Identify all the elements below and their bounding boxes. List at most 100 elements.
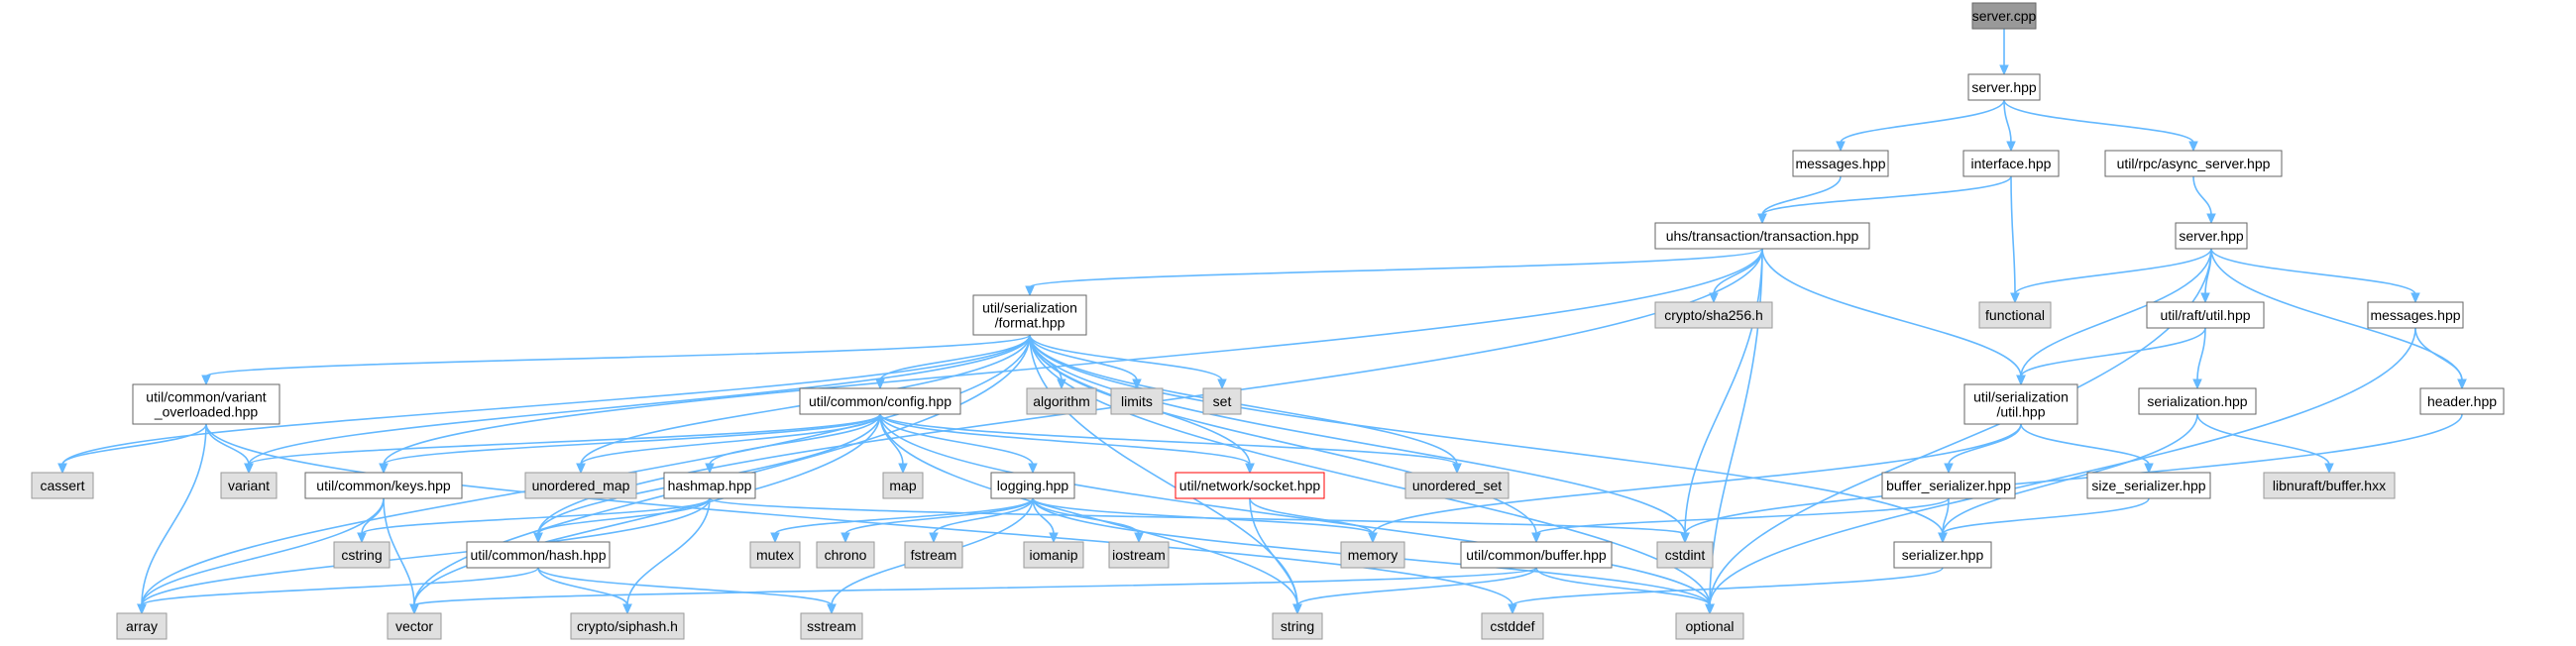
arrowhead-n_raft_util-to-n_ser_util [2016,375,2026,386]
node-fstream: fstream [904,541,963,569]
node-label: server.hpp [2179,228,2244,244]
edge-n_size_serializer-to-n_serializer [1942,497,2150,535]
node-limits: limits [1110,387,1164,415]
node-iostream: iostream [1108,541,1170,569]
edge-n_format-to-n_buffer [1029,334,1537,535]
node-header-hpp[interactable]: header.hpp [2419,387,2505,415]
edge-n_config-to-n_vector [413,413,881,606]
node-box [1340,541,1405,569]
node-label: util/serialization [1973,389,2069,405]
node-label: cstddef [1490,618,1534,634]
node-format[interactable]: util/serialization/format.hpp [972,294,1087,336]
arrowhead-n_hash-to-n_sstream [827,603,837,615]
node-unordered-map: unordered_map [524,472,637,499]
edge-n_buffer_serializer-to-n_serializer [1942,497,1950,535]
edge-n_transaction-to-n_keys [383,248,1763,466]
node-label: map [889,478,916,493]
node-memory: memory [1340,541,1405,569]
node-label: libnuraft/buffer.hxx [2273,478,2386,493]
node-box [333,541,391,569]
edge-n_config-to-n_variant [248,413,881,466]
edge-n_interface_hpp-to-n_functional [2010,175,2016,295]
node-ser-util[interactable]: util/serialization/util.hpp [1963,383,2078,425]
node-box [1481,612,1544,640]
arrowhead-n_transaction-to-n_format [1025,285,1035,297]
node-serialization-hpp[interactable]: serialization.hpp [2138,387,2257,415]
node-box [1026,387,1097,415]
arrowhead-n_hash-to-n_array [137,603,147,615]
node-label: array [126,618,158,634]
node-sha256: crypto/sha256.h [1654,301,1773,329]
node-server-hpp[interactable]: server.hpp [1967,73,2041,101]
node-box [1108,541,1170,569]
node-label: cassert [40,478,84,493]
node-variant-overloaded[interactable]: util/common/variant_overloaded.hpp [132,383,280,425]
edge-n_logging-to-n_memory [1032,497,1374,535]
node-label: util/serialization [982,300,1077,316]
node-string: string [1272,612,1323,640]
node-iomanip: iomanip [1023,541,1084,569]
node-buffer-serializer[interactable]: buffer_serializer.hpp [1881,472,2016,499]
node-keys[interactable]: util/common/keys.hpp [304,472,463,499]
node-label: unordered_set [1412,478,1502,493]
edge-n_logging-to-n_fstream [933,497,1034,535]
edge-n_serialization_hpp-to-n_libnuraft [2196,413,2330,466]
node-hashmap[interactable]: hashmap.hpp [663,472,756,499]
node-cstdint: cstdint [1656,541,1714,569]
node-transaction[interactable]: uhs/transaction/transaction.hpp [1654,222,1870,250]
node-interface-hpp[interactable]: interface.hpp [1962,150,2060,177]
edge-n_header_hpp-to-n_cstdint [1684,413,2463,535]
node-box [1404,472,1510,499]
node-label: util/raft/util.hpp [2160,307,2250,323]
arrowhead-n_logging-to-n_chrono [840,532,850,544]
node-sstream: sstream [800,612,863,640]
edge-n_config-to-n_socket [879,413,1251,466]
node-label: util/common/config.hpp [809,393,952,409]
node-server-hpp2[interactable]: server.hpp [2175,222,2248,250]
node-cstddef: cstddef [1481,612,1544,640]
node-box [387,612,442,640]
node-unordered-set: unordered_set [1404,472,1510,499]
node-config[interactable]: util/common/config.hpp [799,387,961,415]
edge-n_server_hpp2-to-n_ser_util [2020,248,2212,377]
node-label: functional [1985,307,2045,323]
node-buffer[interactable]: util/common/buffer.hpp [1460,541,1613,569]
node-socket[interactable]: util/network/socket.hpp [1175,472,1325,499]
arrowhead-n_hash-to-n_siphash [622,603,632,615]
node-box [882,472,924,499]
node-messages-hpp[interactable]: messages.hpp [1792,150,1889,177]
edge-n_server_hpp-to-n_messages_hpp [1840,99,2005,144]
node-box [1202,387,1242,415]
arrowhead-n_buffer-to-n_vector [409,603,419,615]
node-box [304,472,463,499]
edge-n_server_hpp-to-n_async_server [2003,99,2194,144]
node-box [116,612,168,640]
node-box [1656,541,1714,569]
node-hash[interactable]: util/common/hash.hpp [466,541,611,569]
edge-n_config-to-n_unordered_map [580,413,881,466]
node-label: unordered_map [532,478,630,493]
arrowhead-n_socket-to-n_memory [1368,532,1378,544]
edge-n_socket-to-n_string [1249,497,1298,606]
node-box [1654,301,1773,329]
edge-n_messages_hpp2-to-n_header_hpp [2414,327,2463,381]
node-label: cstdint [1665,547,1706,563]
node-size-serializer[interactable]: size_serializer.hpp [2086,472,2211,499]
edge-n_logging-to-n_chrono [844,497,1034,535]
node-async-server[interactable]: util/rpc/async_server.hpp [2104,150,2283,177]
edge-n_variant_overloaded-to-n_cassert [61,423,207,466]
edge-n_format-to-n_cstdint [1029,334,1686,535]
node-box [1023,541,1084,569]
node-label: cstring [341,547,382,563]
node-algorithm: algorithm [1026,387,1097,415]
arrowhead-n_logging-to-n_iostream [1134,532,1144,544]
node-messages-hpp2[interactable]: messages.hpp [2367,301,2464,329]
node-logging[interactable]: logging.hpp [990,472,1075,499]
node-label: limits [1121,393,1153,409]
arrowhead-n_server_hpp-to-n_messages_hpp [1836,141,1846,153]
node-label: iomanip [1029,547,1077,563]
node-raft-util[interactable]: util/raft/util.hpp [2146,301,2265,329]
node-serializer[interactable]: serializer.hpp [1893,541,1992,569]
